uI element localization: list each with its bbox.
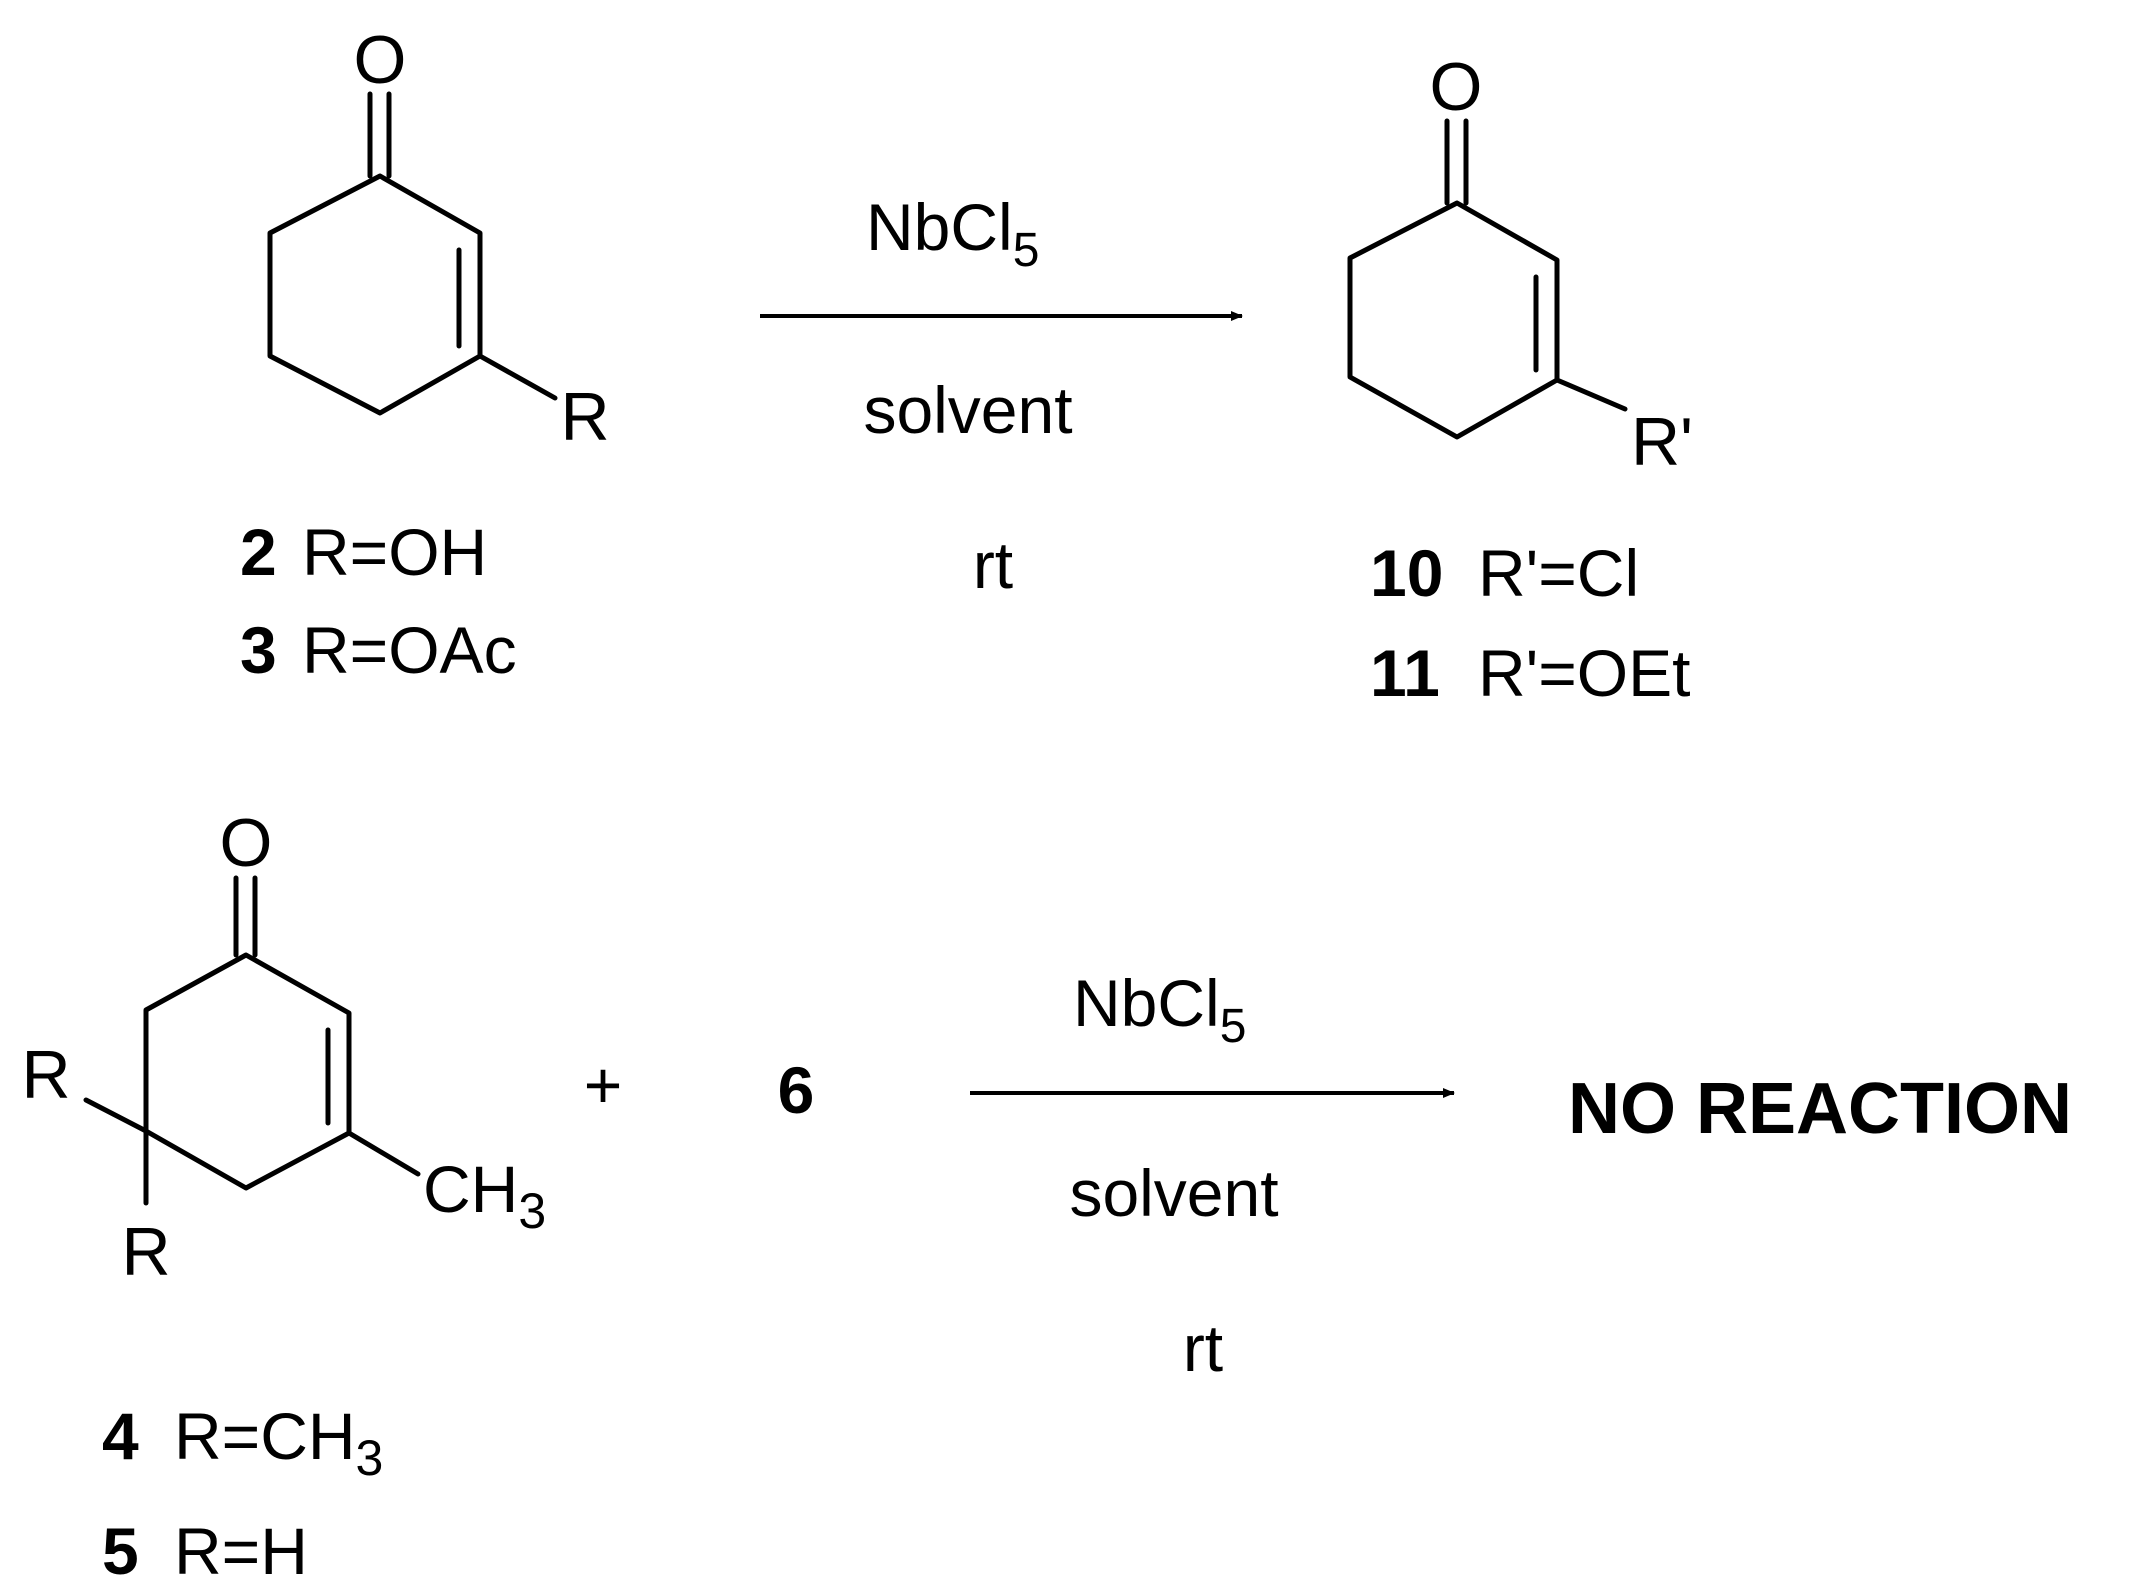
compound-labels-2-3: 2 R=OH 3 R=OAc [240, 515, 517, 687]
compound-number-10: 10 [1370, 536, 1443, 610]
compound-definition-11: R'=OEt [1478, 636, 1691, 710]
solvent-label: solvent [1069, 1156, 1278, 1230]
r-bond-upper [83, 1097, 149, 1134]
substituent-bond [1554, 377, 1628, 412]
ring-bonds [267, 173, 483, 416]
methyl-bond [346, 1130, 421, 1177]
methyl-group-label: CH3 [423, 1152, 546, 1239]
r-prime-group-label: R' [1631, 404, 1693, 480]
plus-sign: + [584, 1048, 623, 1122]
r-group-label-upper: R [21, 1037, 70, 1113]
reactant-cyclohexenone-2-3: O R [267, 22, 610, 455]
temperature-label: rt [1183, 1311, 1223, 1385]
oxygen-atom-label: O [1430, 49, 1483, 125]
no-reaction-result: NO REACTION [1568, 1069, 2072, 1149]
temperature-label: rt [973, 528, 1013, 602]
compound-labels-10-11: 10 R'=Cl 11 R'=OEt [1370, 536, 1691, 710]
compound-labels-4-5: 4 R=CH3 5 R=H [102, 1399, 383, 1588]
solvent-label: solvent [863, 373, 1072, 447]
compound-number-5: 5 [102, 1514, 139, 1588]
ring-bonds [143, 952, 352, 1191]
compound-definition-2: R=OH [302, 515, 487, 589]
compound-definition-10: R'=Cl [1478, 536, 1639, 610]
compound-definition-3: R=OAc [302, 613, 517, 687]
compound-number-11: 11 [1370, 636, 1440, 710]
ring-bonds [1347, 200, 1560, 440]
substituent-bond [477, 353, 558, 401]
r-group-label-lower: R [121, 1214, 170, 1290]
compound-number-3: 3 [240, 613, 277, 687]
oxygen-atom-label: O [354, 22, 407, 98]
reactant-dimethylcyclohexenone-4-5: O R R CH3 [21, 805, 546, 1290]
compound-number-6: 6 [778, 1053, 815, 1127]
compound-number-2: 2 [240, 515, 277, 589]
reagent-nbcl5: NbCl5 [1073, 966, 1246, 1053]
reagent-nbcl5: NbCl5 [866, 190, 1039, 277]
compound-definition-4: R=CH3 [174, 1399, 383, 1486]
oxygen-atom-label: O [220, 805, 273, 881]
compound-definition-5: R=H [174, 1514, 308, 1588]
product-cyclohexenone-10-11: O R' [1347, 49, 1693, 480]
reaction-1-conditions: NbCl5 solvent rt [760, 190, 1243, 602]
compound-number-4: 4 [102, 1399, 139, 1473]
r-group-label: R [560, 379, 609, 455]
reaction-2-conditions: NbCl5 solvent rt [970, 966, 1455, 1385]
